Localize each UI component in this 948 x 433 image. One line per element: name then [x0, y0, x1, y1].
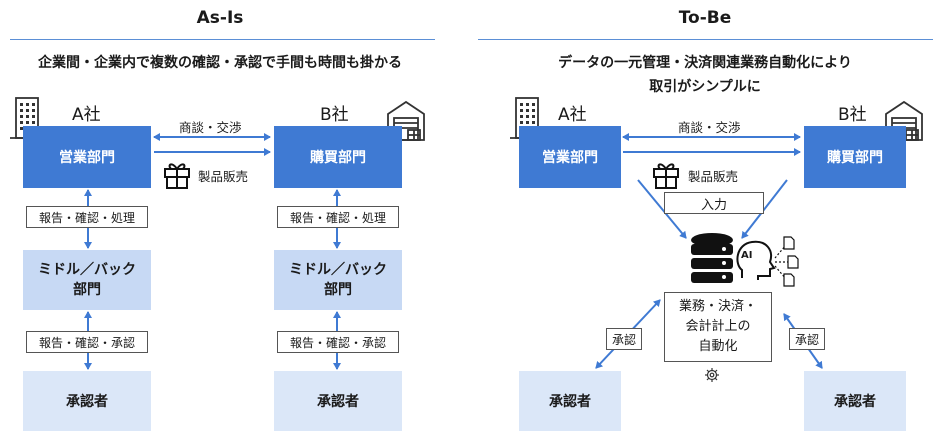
asis-left-approve-label: 報告・確認・承認 — [26, 331, 148, 353]
tobe-product-sales-label: 製品販売 — [688, 169, 739, 184]
tobe-negotiation-label: 商談・交渉 — [678, 120, 741, 135]
asis-right-approve-label: 報告・確認・承認 — [277, 331, 399, 353]
tobe-automation-line1: 業務・決済・ — [678, 299, 757, 314]
tobe-company-a: A社 — [558, 105, 587, 125]
asis-left-middle-back-line1: ミドル／バック — [38, 262, 136, 278]
asis-right-approver: 承認者 — [274, 371, 402, 431]
tobe-company-b: B社 — [838, 105, 867, 125]
asis-company-a: A社 — [72, 105, 101, 125]
asis-left-middle-back-line2: 部門 — [73, 282, 101, 298]
tobe-subtitle-line2: 取引がシンプルに — [649, 79, 761, 95]
asis-subtitle: 企業間・企業内で複数の確認・承認で手間も時間も掛かる — [38, 55, 402, 71]
ai-head-icon — [736, 240, 776, 280]
tobe-input-right-arrow — [741, 179, 788, 239]
tobe-subtitle-line1: データの一元管理・決済関連業務自動化により — [558, 55, 852, 71]
gift-icon — [653, 163, 679, 189]
tobe-input-label: 入力 — [664, 192, 764, 214]
asis-title: As-Is — [196, 8, 244, 28]
asis-left-approver: 承認者 — [23, 371, 151, 431]
document-icon — [783, 273, 795, 287]
document-icon — [787, 255, 799, 269]
asis-company-b: B社 — [320, 105, 349, 125]
asis-product-sales-label: 製品販売 — [198, 169, 249, 184]
tobe-right-approver: 承認者 — [804, 371, 906, 431]
tobe-left-approve-label: 承認 — [606, 328, 642, 350]
database-icon — [691, 233, 733, 283]
gear-icon — [705, 368, 719, 382]
tobe-automation-line2: 会計計上の — [685, 319, 751, 334]
tobe-title: To-Be — [678, 8, 732, 28]
tobe-input-left-arrow — [637, 179, 687, 239]
tobe-right-approve-label: 承認 — [789, 328, 825, 350]
asis-right-middle-back: ミドル／バック 部門 — [274, 250, 402, 310]
asis-divider — [10, 39, 435, 40]
asis-right-middle-back-line2: 部門 — [324, 282, 352, 298]
asis-purchasing-dept: 購買部門 — [274, 126, 402, 188]
tobe-automation-line3: 自動化 — [698, 339, 738, 354]
gift-icon — [164, 163, 190, 189]
tobe-left-approver: 承認者 — [519, 371, 621, 431]
asis-left-report-label: 報告・確認・処理 — [26, 206, 148, 228]
asis-right-middle-back-line1: ミドル／バック — [289, 262, 387, 278]
asis-right-report-label: 報告・確認・処理 — [277, 206, 399, 228]
asis-negotiation-label: 商談・交渉 — [179, 120, 242, 135]
tobe-purchasing-dept: 購買部門 — [804, 126, 906, 188]
asis-sales-dept: 営業部門 — [23, 126, 151, 188]
tobe-sales-dept: 営業部門 — [519, 126, 621, 188]
tobe-ai-label: AI — [741, 250, 753, 261]
tobe-divider — [478, 39, 933, 40]
asis-left-middle-back: ミドル／バック 部門 — [23, 250, 151, 310]
tobe-automation-box: 業務・決済・ 会計計上の 自動化 — [664, 292, 772, 362]
document-icon — [783, 236, 795, 250]
document-icon-group — [774, 236, 799, 287]
